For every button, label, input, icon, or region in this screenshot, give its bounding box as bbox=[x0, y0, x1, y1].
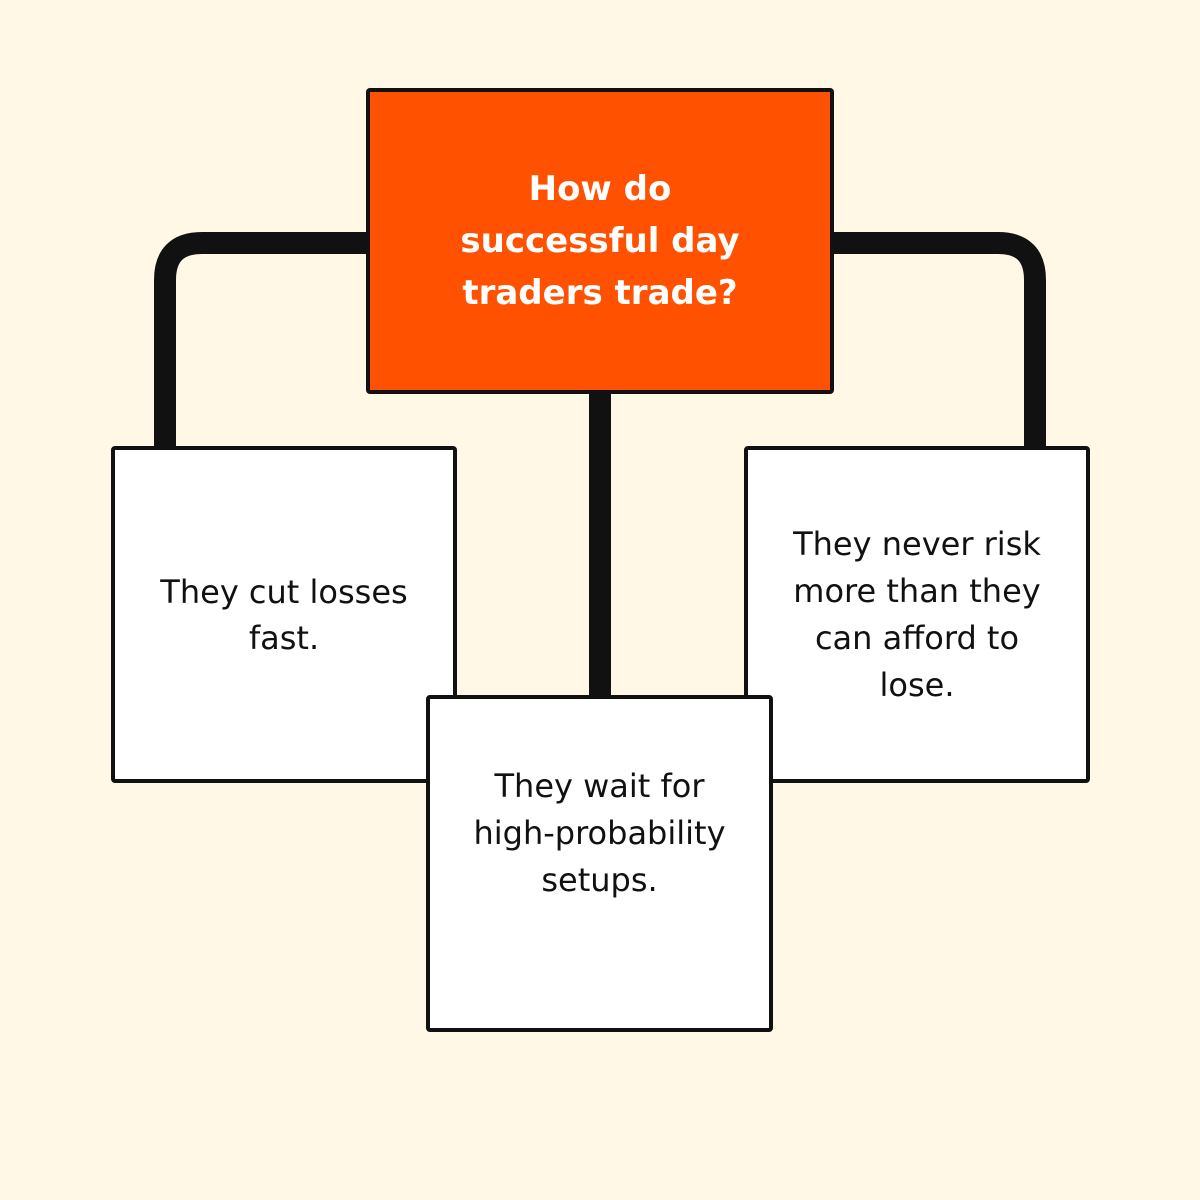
question-text: How do successful day traders trade? bbox=[460, 169, 740, 313]
answer-box-bottom: They wait for high-probability setups. bbox=[426, 695, 773, 1032]
answer-text-right: They never risk more than they can affor… bbox=[793, 524, 1041, 704]
connector-right bbox=[832, 232, 1046, 448]
question-box: How do successful day traders trade? bbox=[366, 88, 834, 394]
answer-box-left: They cut losses fast. bbox=[111, 446, 457, 783]
answer-text-left: They cut losses fast. bbox=[160, 572, 408, 657]
connector-left bbox=[154, 232, 368, 448]
answer-text-bottom: They wait for high-probability setups. bbox=[473, 767, 726, 899]
answer-box-right: They never risk more than they can affor… bbox=[744, 446, 1090, 783]
